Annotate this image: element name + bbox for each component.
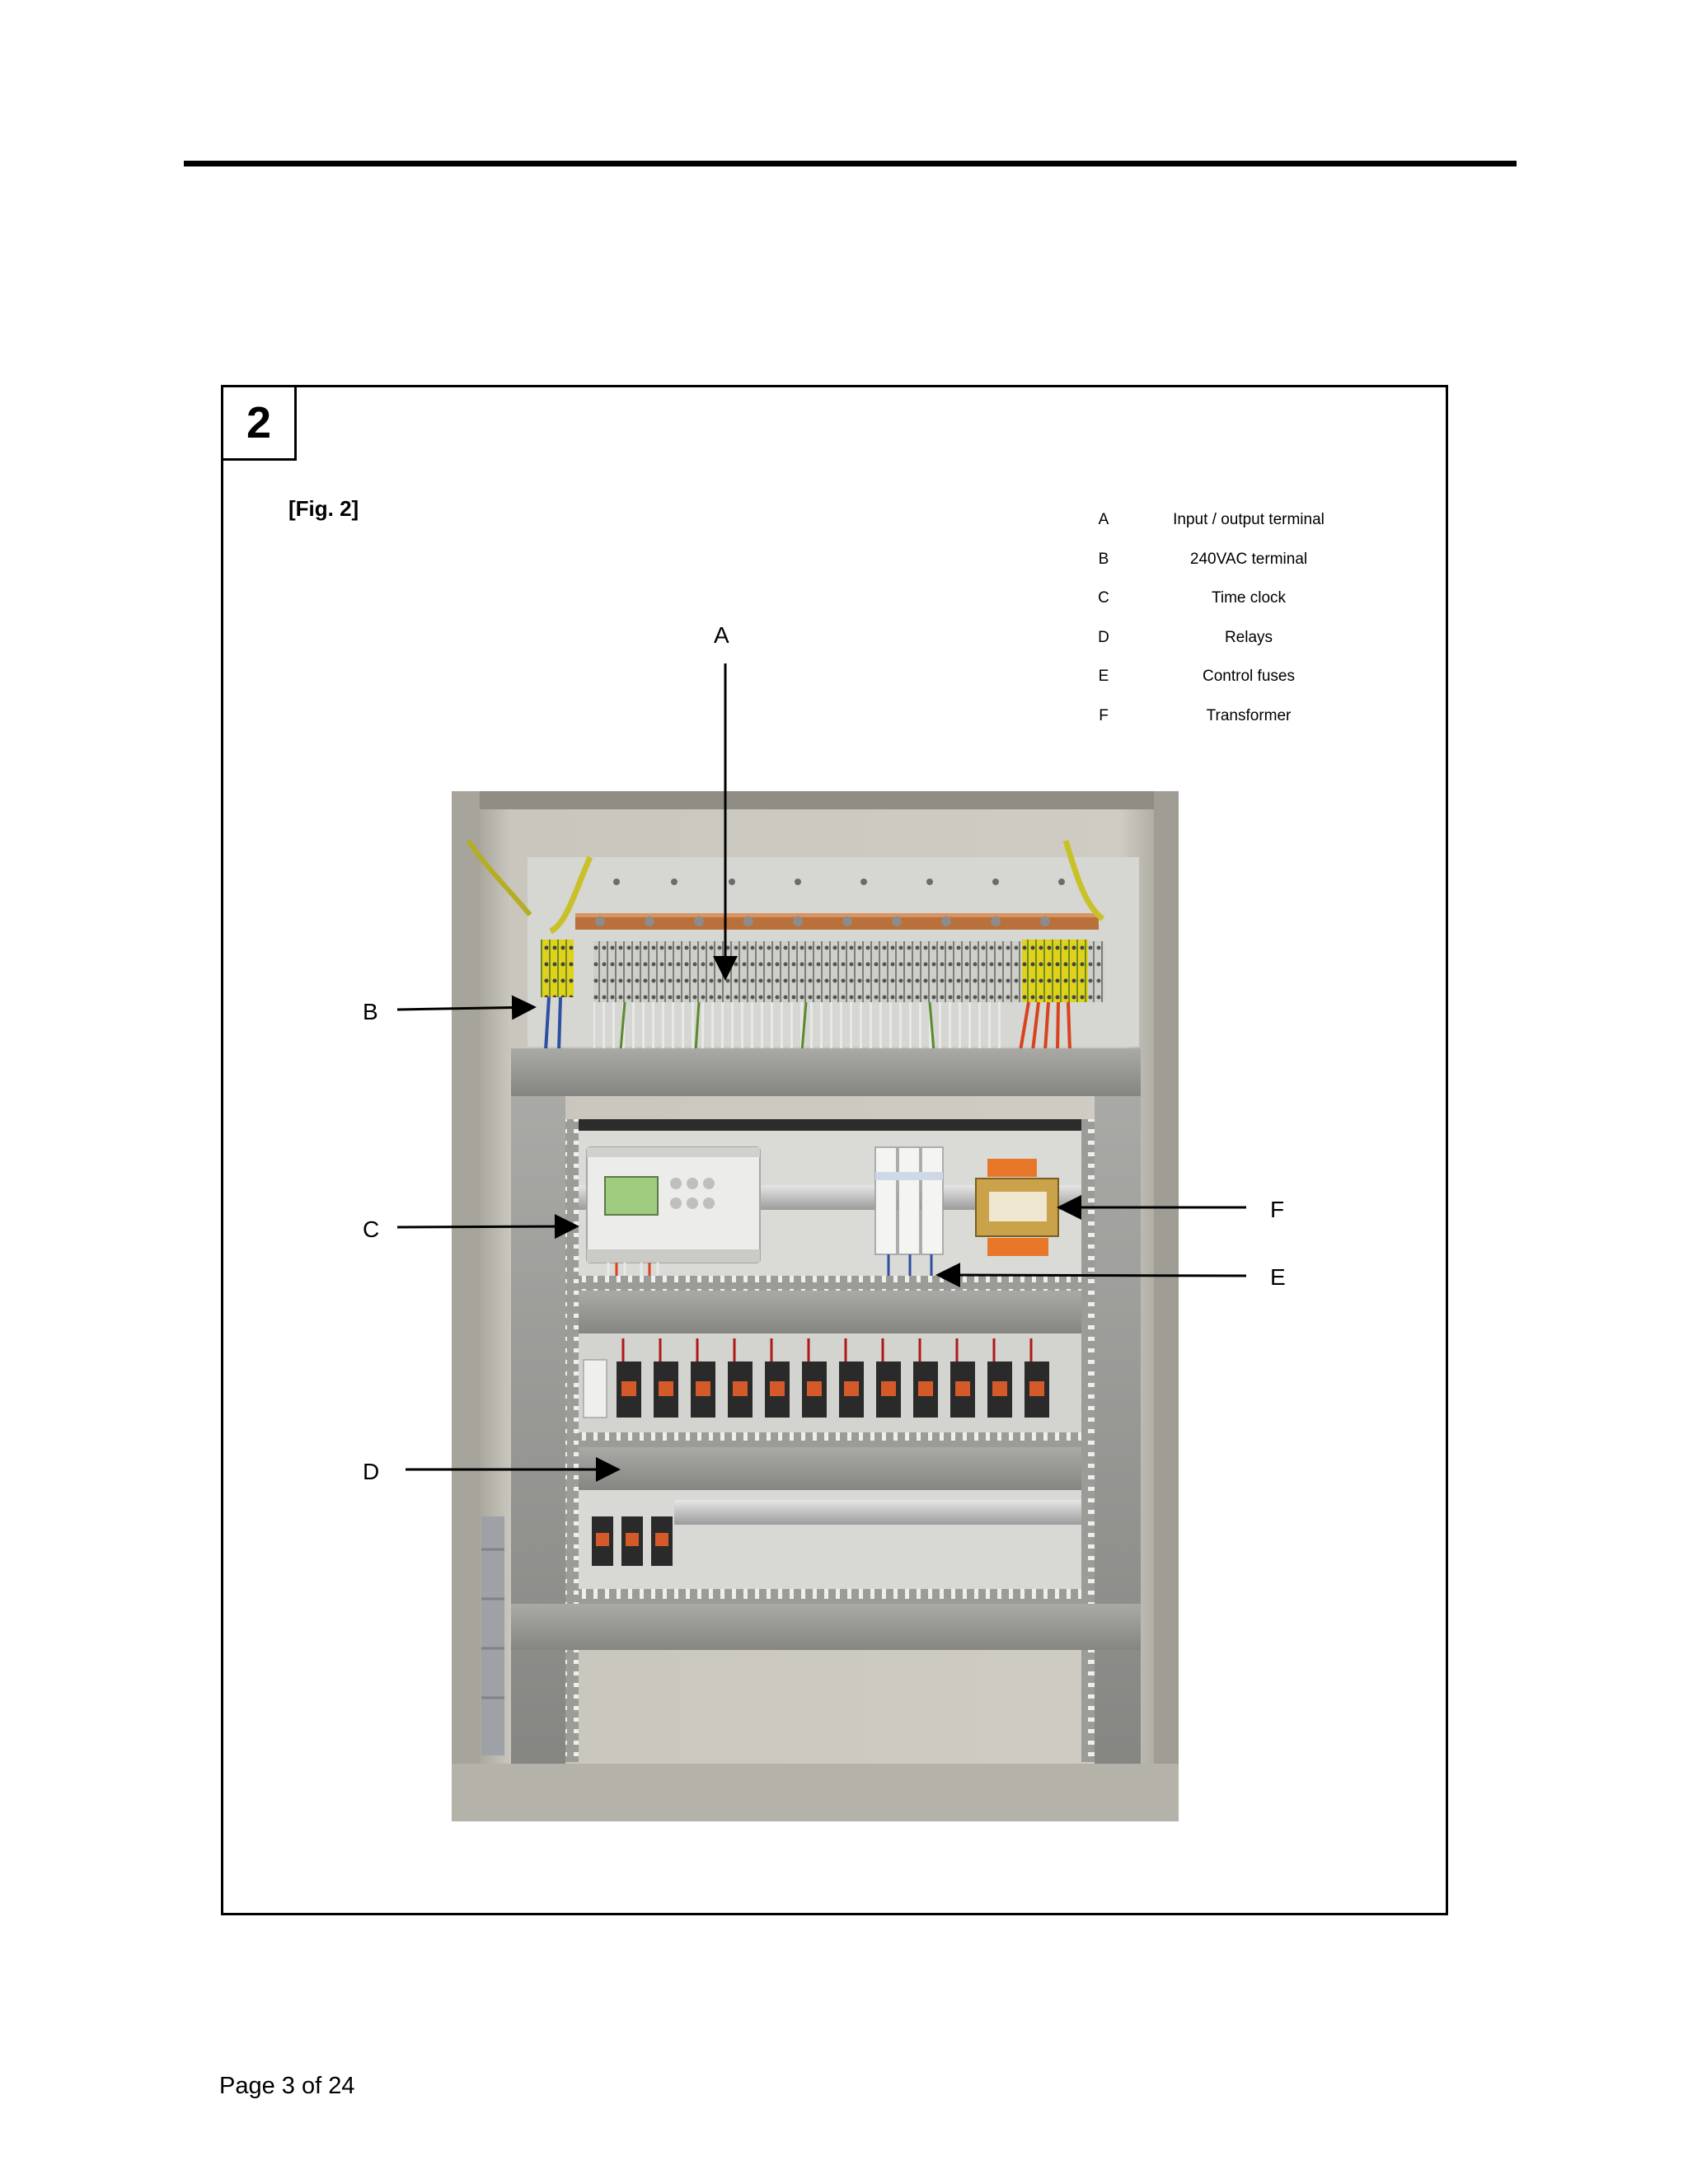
callout-e: E [1270,1264,1286,1290]
figure-label: [Fig. 2] [288,496,359,521]
callout-b: B [363,999,378,1024]
legend-description: Control fuses [1203,668,1295,685]
legend-table: A Input / output terminal B 240VAC termi… [1096,511,1376,746]
callout-c: C [363,1216,380,1242]
legend-row: B 240VAC terminal [1096,551,1376,590]
legend-key: D [1098,628,1109,646]
legend-key: A [1098,511,1109,528]
section-number: 2 [221,385,297,461]
legend-row: C Time clock [1096,589,1376,629]
callout-d: D [363,1459,380,1484]
legend-key: B [1098,550,1109,568]
legend-description: Relays [1224,628,1273,646]
callout-a: A [714,622,729,648]
header-rule [184,161,1517,166]
legend-row: F Transformer [1096,707,1376,747]
page-footer: Page 3 of 24 [219,2073,355,2099]
legend-description: Transformer [1206,706,1292,724]
legend-key: C [1098,589,1109,607]
legend-key: E [1098,668,1109,685]
figure-frame [221,385,1448,1915]
callout-f: F [1270,1197,1285,1222]
legend-key: F [1099,706,1109,724]
control-panel-photo [452,791,1179,1821]
legend-description: 240VAC terminal [1189,550,1308,568]
legend-description: Time clock [1211,589,1287,607]
legend-row: D Relays [1096,629,1376,668]
legend-row: A Input / output terminal [1096,511,1376,551]
legend-description: Input / output terminal [1173,511,1325,528]
legend-row: E Control fuses [1096,668,1376,707]
